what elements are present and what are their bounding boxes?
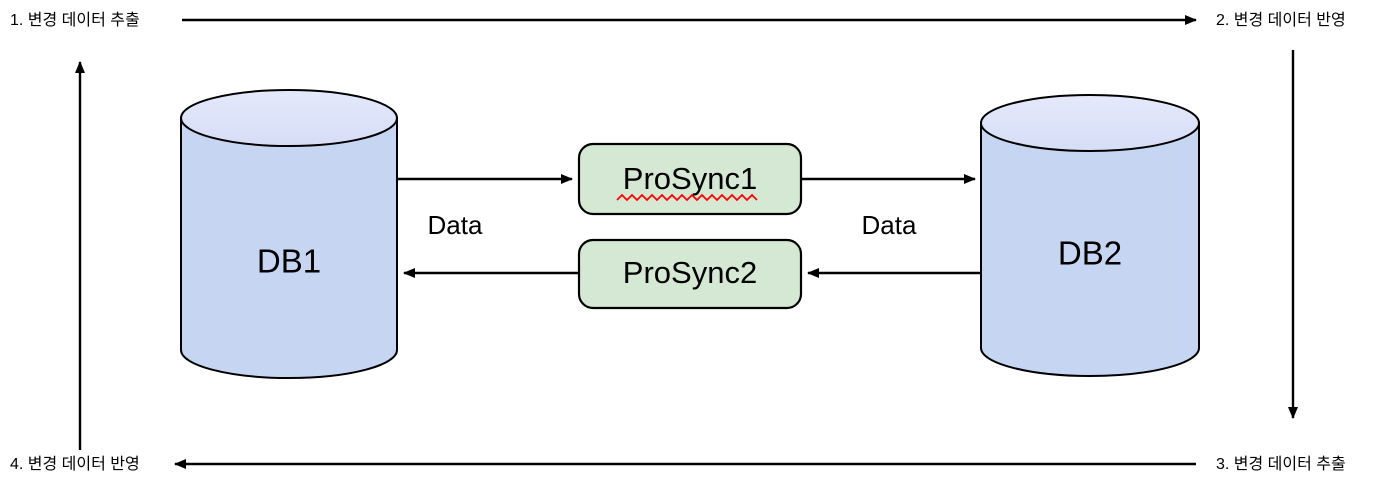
data-label-left: Data — [428, 210, 483, 240]
step-label-2: 2. 변경 데이터 반영 — [1216, 12, 1346, 29]
inner-connectors — [398, 174, 980, 278]
db2-cylinder-top — [980, 94, 1200, 152]
db2-cylinder-body — [980, 122, 1200, 377]
db1-cylinder-top — [180, 89, 398, 147]
prosync1-spellcheck-underline-icon — [616, 193, 758, 202]
step-label-4: 4. 변경 데이터 반영 — [10, 456, 140, 473]
prosync1-label: ProSync1 — [623, 161, 757, 196]
prosync2-box — [577, 238, 803, 310]
db1-cylinder-body — [180, 117, 398, 379]
db2-label: DB2 — [1058, 235, 1122, 272]
outer-flow-arrows — [75, 15, 1298, 469]
prosync2-label: ProSync2 — [623, 255, 757, 290]
db1-label: DB1 — [257, 243, 321, 280]
step-label-1: 1. 변경 데이터 추출 — [10, 12, 140, 29]
prosync2-node[interactable]: ProSync2 — [577, 238, 803, 310]
prosync1-node[interactable]: ProSync1 — [577, 142, 803, 216]
step-label-3: 3. 변경 데이터 추출 — [1216, 456, 1346, 473]
db2-cylinder[interactable]: DB2 — [980, 94, 1200, 377]
data-label-right: Data — [862, 210, 917, 240]
db1-cylinder[interactable]: DB1 — [180, 89, 398, 379]
